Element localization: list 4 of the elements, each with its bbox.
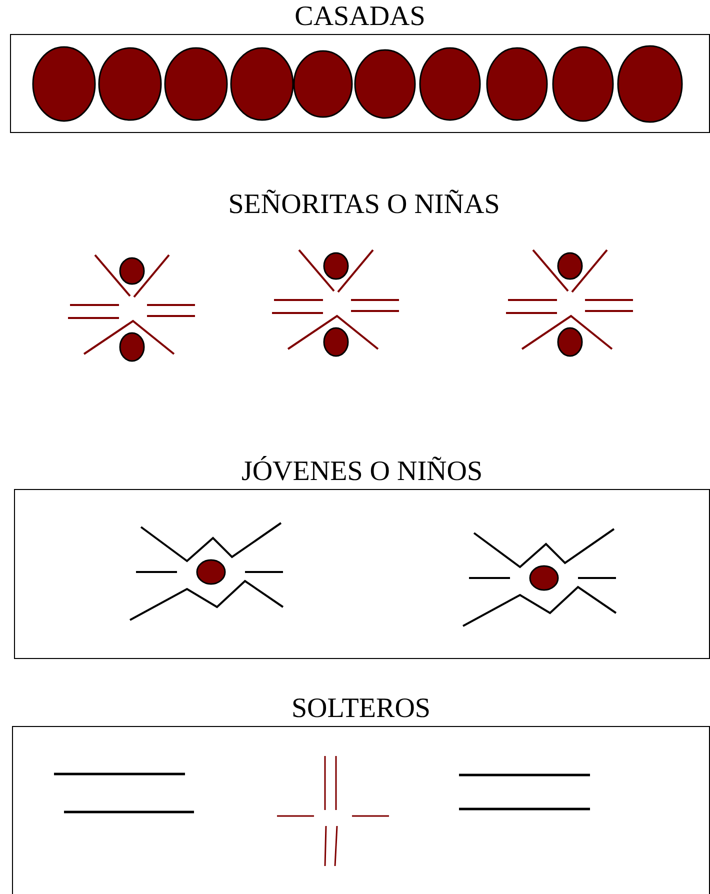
- section-heading: JÓVENES O NIÑOS: [241, 456, 483, 487]
- section-heading: CASADAS: [294, 1, 426, 32]
- section-heading: SEÑORITAS O NIÑAS: [228, 189, 500, 220]
- section-heading: SOLTEROS: [291, 693, 430, 724]
